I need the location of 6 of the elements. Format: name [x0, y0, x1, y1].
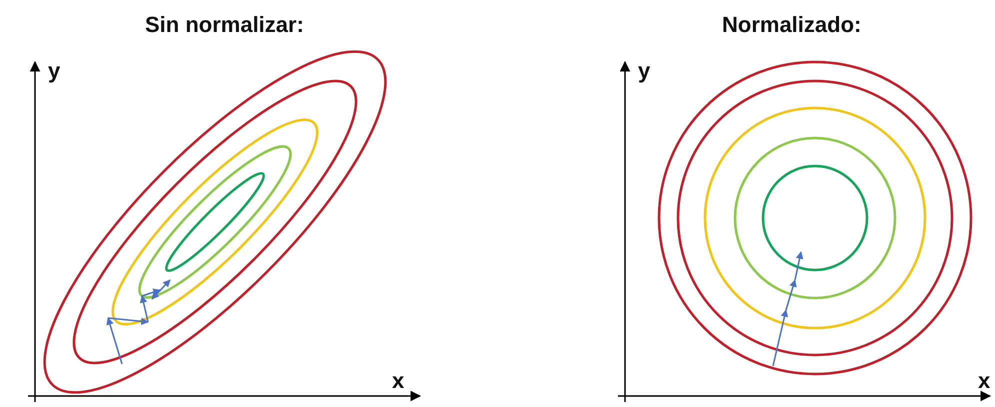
axis-label: y: [638, 60, 650, 82]
axis-label: x: [978, 370, 990, 392]
panel-title: Normalizado:: [722, 14, 862, 36]
panel-title: Sin normalizar:: [145, 14, 304, 36]
axis-label: y: [48, 60, 60, 82]
axis-label: x: [392, 370, 404, 392]
